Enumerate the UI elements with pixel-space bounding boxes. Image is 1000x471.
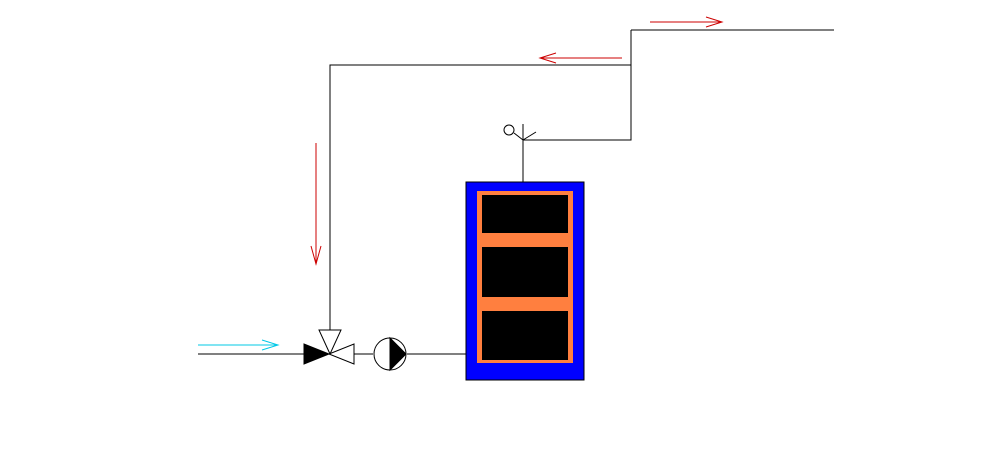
tank-segment-bottom (482, 311, 568, 360)
riser-pipe (522, 30, 632, 182)
flow-arrow-inlet (198, 339, 280, 351)
three-way-valve-icon (303, 329, 355, 365)
flow-arrow-return-top (538, 52, 622, 64)
air-vent-icon (503, 124, 537, 141)
tank-segment-middle (482, 247, 568, 297)
tank-segment-top (482, 195, 568, 233)
return-pipe (329, 64, 631, 330)
flow-arrow-outlet (650, 16, 724, 28)
tank-icon (465, 181, 585, 381)
pipe-network (198, 29, 834, 355)
pump-icon (373, 336, 407, 372)
flow-arrow-return-down (310, 143, 322, 266)
